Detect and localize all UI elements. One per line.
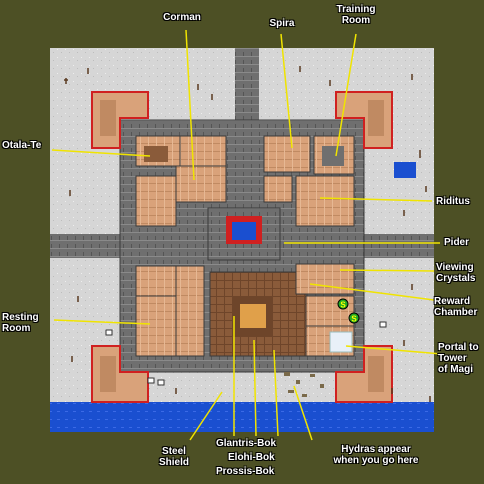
tower-nw xyxy=(91,91,149,149)
tower-se xyxy=(335,345,393,403)
nw-room-lower xyxy=(135,175,177,227)
tower-sw xyxy=(91,345,149,403)
label-training-room: Training Room xyxy=(336,4,376,26)
label-prossis-bok: Prossis-Bok xyxy=(216,466,275,477)
ne-small-room xyxy=(263,175,293,203)
sw-corridor-room xyxy=(175,265,205,357)
label-viewing-crystals: Viewing Crystals xyxy=(436,262,476,284)
label-elohi-bok: Elohi-Bok xyxy=(228,452,275,463)
pider-pool xyxy=(232,222,256,240)
label-glantris-bok: Glantris-Bok xyxy=(216,438,277,449)
reward-chamber-room xyxy=(305,295,355,327)
label-corman: Corman xyxy=(163,12,201,23)
reward-coin-1: S xyxy=(337,298,349,310)
west-road xyxy=(50,234,122,258)
hydra-rubble xyxy=(284,372,324,397)
dead-trees xyxy=(64,66,431,402)
leader-lines xyxy=(51,29,443,441)
label-riditus: Riditus xyxy=(436,196,470,207)
rocks xyxy=(105,321,387,386)
label-spira: Spira xyxy=(269,18,295,29)
throne-dais xyxy=(240,304,266,328)
corman-room xyxy=(175,165,227,203)
label-otala-te: Otala-Te xyxy=(2,140,42,151)
tower-ne xyxy=(335,91,393,149)
otala-te-table xyxy=(144,146,168,162)
viewing-crystals-room xyxy=(295,263,355,295)
label-pider: Pider xyxy=(444,237,470,248)
reward-coin-2: S xyxy=(348,312,360,324)
sw-room-upper xyxy=(135,265,177,297)
svg-text:S: S xyxy=(340,301,346,310)
svg-text:S: S xyxy=(351,315,357,324)
spira-room xyxy=(263,135,311,173)
label-resting-room: Resting Room xyxy=(2,312,39,334)
sea xyxy=(50,402,434,432)
portal xyxy=(329,331,353,353)
training-floor xyxy=(322,146,344,166)
north-road xyxy=(235,48,259,132)
label-hydras: Hydras appear when you go here xyxy=(333,444,419,466)
label-steel-shield: Steel Shield xyxy=(158,446,189,468)
riditus-room xyxy=(295,175,355,227)
corman-hall xyxy=(179,135,227,167)
east-pond xyxy=(394,162,416,178)
east-road xyxy=(362,234,434,258)
label-reward-chamber: Reward Chamber xyxy=(434,296,478,318)
resting-room xyxy=(135,295,177,357)
label-portal: Portal to Tower of Magi xyxy=(438,342,479,375)
